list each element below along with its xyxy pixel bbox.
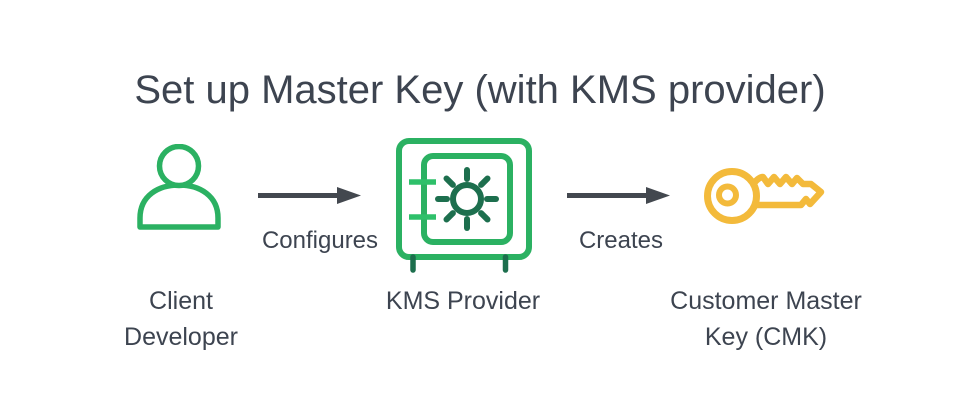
key-icon	[704, 168, 825, 224]
vault-icon	[396, 138, 532, 273]
vault-outer-box	[396, 138, 532, 260]
node-label-kms-provider: KMS Provider	[385, 287, 541, 315]
key-bow	[704, 168, 760, 224]
person-icon	[137, 144, 221, 230]
connector-label-creates: Creates	[578, 227, 664, 254]
node-label-customer-master-key: Customer Master Key (CMK)	[670, 287, 862, 351]
arrow-creates-icon	[567, 187, 670, 204]
node-label-client-developer: Client Developer	[124, 287, 238, 351]
arrow-head	[646, 187, 670, 204]
connector-label-configures: Configures	[261, 227, 379, 254]
arrow-head	[337, 187, 361, 204]
key-hole	[716, 183, 739, 207]
key-shaft	[748, 173, 825, 209]
vault-door	[421, 153, 513, 245]
person-body	[137, 182, 221, 230]
person-head	[156, 144, 202, 189]
vault-dial	[435, 167, 499, 231]
diagram-title: Set up Master Key (with KMS provider)	[134, 68, 826, 112]
arrow-configures-icon	[258, 187, 361, 204]
